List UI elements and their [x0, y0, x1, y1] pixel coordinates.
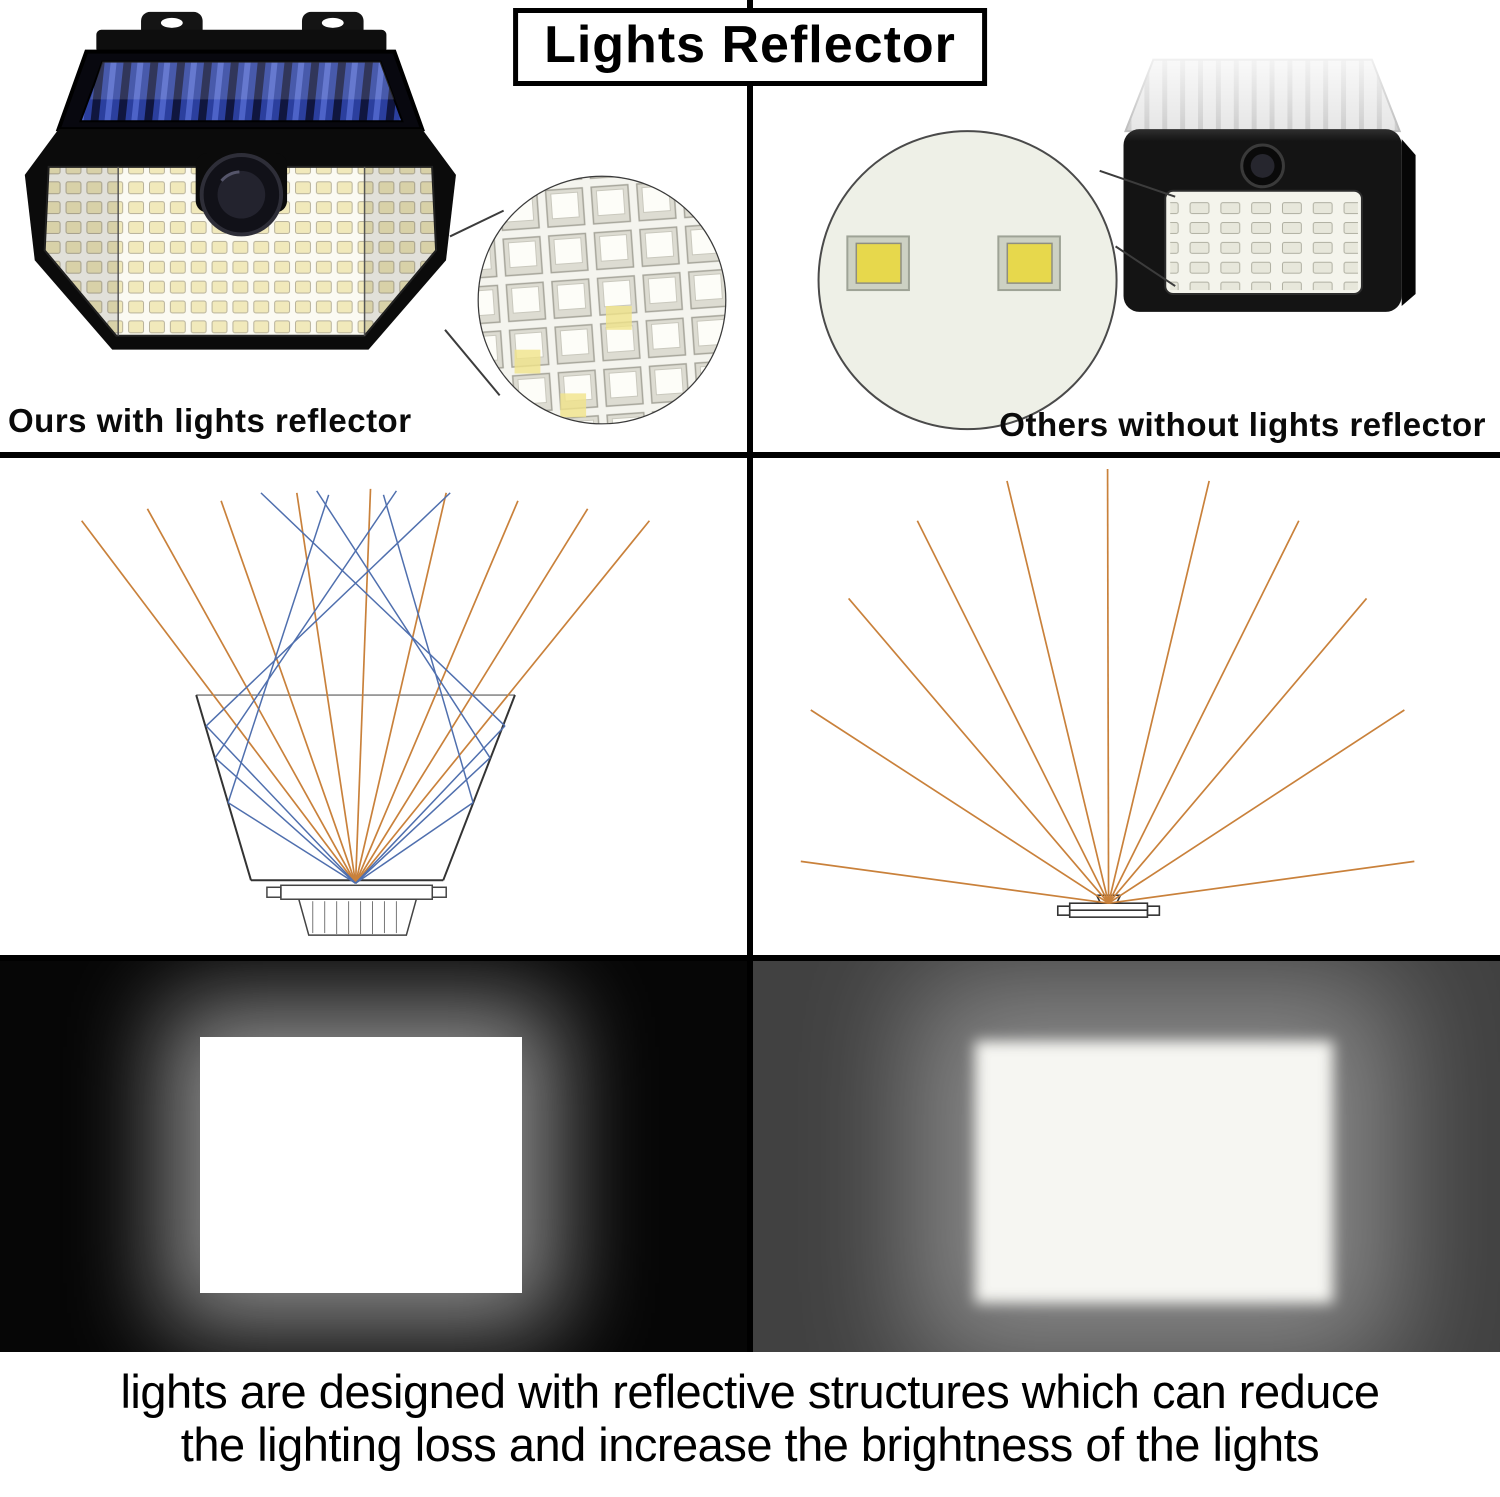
horizontal-divider-2	[0, 955, 1500, 961]
ours-product-image	[24, 11, 727, 425]
panel-bare-led-ray-diagram	[753, 458, 1500, 955]
caption-others: Others without lights reflector	[999, 406, 1486, 443]
unreflected-rays	[800, 468, 1415, 905]
caption-ours: Ours with lights reflector	[8, 402, 412, 439]
panel-reflector-ray-diagram	[0, 458, 747, 955]
bright-light-square	[200, 1037, 522, 1293]
panel-others-light-output	[753, 961, 1500, 1352]
footer-line-2: the lighting loss and increase the brigh…	[180, 1417, 1320, 1471]
reflected-rays	[205, 490, 506, 884]
bare-led-ray-diagram	[800, 468, 1415, 918]
ours-zoom-callout	[444, 175, 727, 425]
reflector-ray-diagram	[80, 488, 651, 936]
dim-light-square	[975, 1041, 1333, 1303]
others-product-illustration	[1111, 43, 1430, 312]
led-base-drawing	[266, 884, 447, 936]
page-title: Lights Reflector	[513, 8, 987, 86]
others-product-image	[817, 43, 1430, 431]
footer-description: lights are designed with reflective stru…	[0, 1352, 1500, 1497]
footer-line-1: lights are designed with reflective stru…	[120, 1365, 1380, 1418]
ours-product-illustration	[24, 11, 456, 350]
panel-ours-product: Ours with lights reflector	[0, 0, 747, 452]
motion-sensor-icon	[195, 152, 288, 237]
vertical-divider	[747, 0, 753, 1352]
horizontal-divider-1	[0, 452, 1500, 458]
others-zoom-callout	[817, 130, 1176, 431]
direct-rays	[80, 488, 651, 884]
zoom-two-leds	[846, 235, 1061, 292]
panel-ours-light-output	[0, 961, 747, 1352]
